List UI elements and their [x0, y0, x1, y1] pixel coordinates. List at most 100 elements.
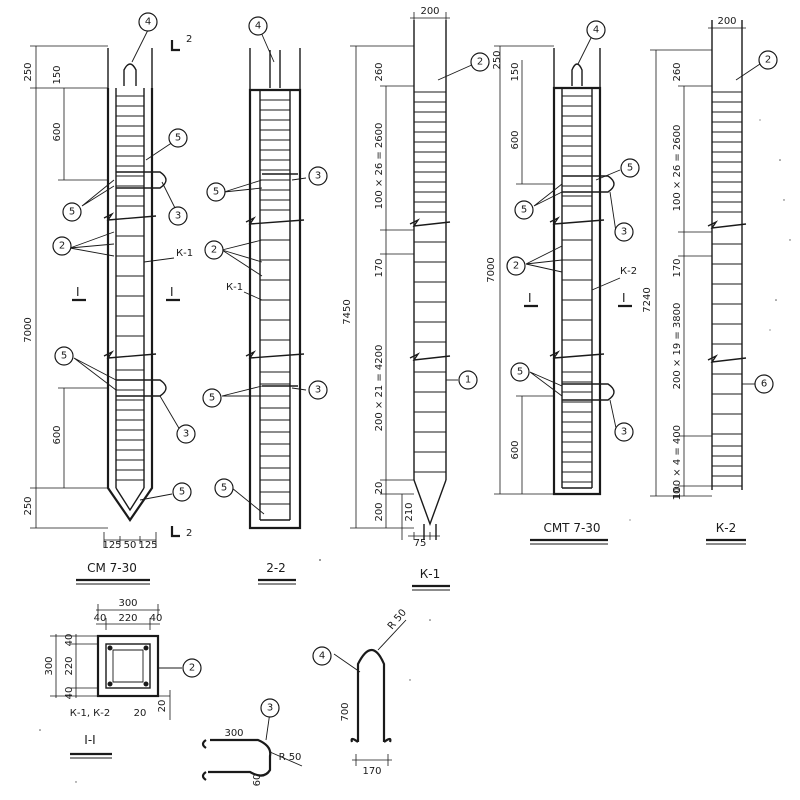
title-2-2: 2-2 [266, 561, 286, 575]
dim-sec-40a: 40 [94, 613, 107, 624]
svg-text:3: 3 [175, 211, 181, 222]
dim-sec-300: 300 [118, 598, 137, 609]
view-cm-7-30: 250 7000 250 150 600 600 125 50 125 2 2 … [23, 34, 193, 585]
view-section-2-2: К-1 2-2 [226, 48, 305, 585]
svg-text:5: 5 [627, 163, 633, 174]
dim-k2-total: 7240 [642, 287, 653, 312]
svg-text:4: 4 [145, 17, 151, 28]
ties-upper-cm [116, 95, 144, 207]
svg-text:5: 5 [61, 351, 67, 362]
dim-cm-top: 250 [23, 62, 34, 81]
label-sec-k: К-1, К-2 [70, 708, 111, 719]
bubble-3-cm-b: 3 [176, 424, 196, 444]
dim-sec-h40b: 40 [64, 687, 75, 700]
title-cm-7-30: СМ 7-30 [87, 561, 137, 575]
svg-text:6: 6 [761, 379, 767, 390]
label-k1-cm: К-1 [176, 248, 193, 259]
bubble-3-22-a: 3 [308, 166, 328, 186]
cut-I-left: I [76, 285, 80, 299]
section-I-I: 300 40 220 40 300 40 220 40 20 20 К-1, К… [44, 598, 182, 759]
dim-cmt-total: 7000 [486, 257, 497, 282]
bubble-4-cmt: 4 [586, 20, 606, 40]
title-k2: К-2 [716, 521, 736, 535]
svg-text:4: 4 [319, 651, 325, 662]
cut-2-bottom: 2 [186, 528, 192, 539]
bubble-2-k1: 2 [470, 52, 490, 72]
bubble-3-cmt-a: 3 [614, 222, 634, 242]
dim-k1-20: 20 [374, 482, 385, 495]
dim-k2-upper: 100 × 26 = 2600 [672, 125, 683, 212]
bubble-6-k2: 6 [754, 374, 774, 394]
dim-sec-h300: 300 [44, 656, 55, 675]
dim-sec-20b: 20 [157, 700, 168, 713]
bubble-2-sec: 2 [182, 658, 202, 678]
bubble-3-22-b: 3 [308, 380, 328, 400]
bubble-5-22-c: 5 [214, 478, 234, 498]
svg-text:5: 5 [69, 207, 75, 218]
bubble-2-cm: 2 [52, 236, 72, 256]
dim-k2-170: 170 [672, 258, 683, 277]
bubble-5-22-a: 5 [206, 182, 226, 202]
detail-3-hook: 300 R 50 60 [201, 728, 303, 787]
dim-cmt-600-bottom: 600 [510, 440, 521, 459]
dim-k2-10: 10 [672, 488, 683, 501]
dim-k1-upper: 100 × 26 = 2600 [374, 123, 385, 210]
bubble-4-det: 4 [312, 646, 332, 666]
svg-text:1: 1 [465, 375, 471, 386]
bubble-3-cmt-b: 3 [614, 422, 634, 442]
dim-k1-lower: 200 × 21 = 4200 [374, 345, 385, 432]
dim-k1-tip: 200 [374, 502, 385, 521]
dim-k1-total: 7450 [342, 299, 353, 324]
dim-k2-mid: 200 × 19 = 3800 [672, 303, 683, 390]
svg-text:2: 2 [211, 245, 217, 256]
cut-I-right: I [170, 285, 174, 299]
svg-text:3: 3 [621, 427, 627, 438]
dim-cm-zone-bottom: 600 [52, 425, 63, 444]
svg-text:2: 2 [513, 261, 519, 272]
svg-text:5: 5 [209, 393, 215, 404]
svg-text:3: 3 [315, 171, 321, 182]
dim-k1-75: 75 [414, 538, 427, 549]
dim-cm-base-3: 125 [138, 540, 157, 551]
detail-4-loop: R 50 700 170 [340, 607, 409, 777]
dim-sec-40b: 40 [150, 613, 163, 624]
svg-text:3: 3 [621, 227, 627, 238]
svg-text:2: 2 [765, 55, 771, 66]
dim-k1-170: 170 [374, 258, 385, 277]
svg-text:3: 3 [315, 385, 321, 396]
cut-I-cmt-left: I [528, 291, 532, 305]
svg-text:5: 5 [175, 133, 181, 144]
dim-sec-220: 220 [118, 613, 137, 624]
bubble-5-cmt-b: 5 [514, 200, 534, 220]
bubble-5-cm-d: 5 [172, 482, 192, 502]
bubble-5-cmt-c: 5 [510, 362, 530, 382]
svg-text:4: 4 [593, 25, 599, 36]
bubble-5-cmt-a: 5 [620, 158, 640, 178]
bubble-5-cm-c: 5 [54, 346, 74, 366]
dim-cm-zone-top: 600 [52, 122, 63, 141]
bubble-5-cm-b: 5 [62, 202, 82, 222]
dim-det3-60: 60 [252, 774, 263, 787]
bubble-3-det: 3 [260, 698, 280, 718]
svg-text:4: 4 [255, 21, 261, 32]
bubble-2-cmt: 2 [506, 256, 526, 276]
dim-det3-300: 300 [224, 728, 243, 739]
dim-det4-r50: R 50 [386, 607, 409, 632]
scan-noise [39, 119, 791, 783]
dim-k2-width: 200 [717, 16, 736, 27]
view-cmt-7-30: 7000 150 600 600 250 К-2 I I СМТ 7-30 [486, 45, 637, 545]
dim-cm-base-1: 125 [102, 540, 121, 551]
svg-text:5: 5 [179, 487, 185, 498]
dim-k2-260: 260 [672, 62, 683, 81]
dim-det4-700: 700 [340, 702, 351, 721]
dim-cmt-600-top: 600 [510, 130, 521, 149]
bubble-2-k2: 2 [758, 50, 778, 70]
svg-text:5: 5 [221, 483, 227, 494]
dim-sec-20: 20 [134, 708, 147, 719]
cut-2-top: 2 [186, 34, 192, 45]
view-k1: 200 7450 260 100 × 26 = 2600 170 200 × 2… [342, 6, 451, 591]
svg-text:5: 5 [521, 205, 527, 216]
dim-sec-h40: 40 [64, 634, 75, 647]
dim-k1-width: 200 [420, 6, 439, 17]
